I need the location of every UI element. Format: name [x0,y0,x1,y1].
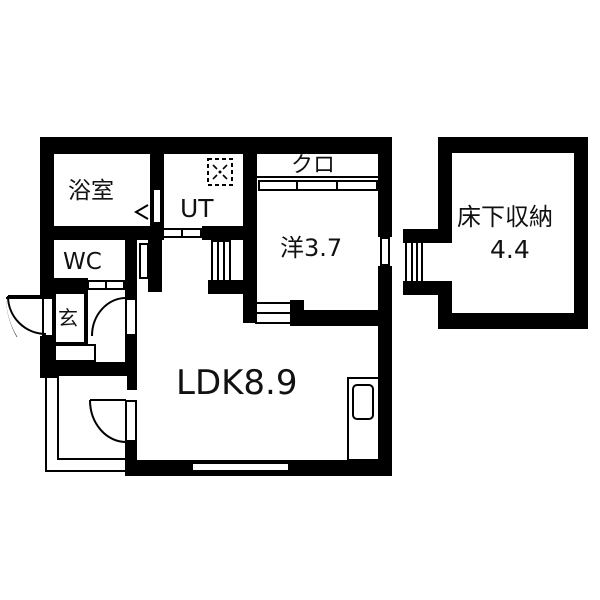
storage-alcove-bottom [403,281,452,295]
room-label-underfloor-storage: 床下収納 [457,203,553,231]
entrance-partition [86,292,88,344]
room-label-western-room: 洋3.7 [280,234,343,262]
room-label-entrance: 玄 [58,306,78,330]
storage-alcove-top [403,229,452,243]
bath-door[interactable] [152,188,162,224]
wall-top [40,137,388,154]
corridor-door-line [223,240,225,282]
room-label-bath: 浴室 [68,178,114,204]
porch-inner [57,376,127,460]
shoe-box [54,344,96,362]
wall-bath-bottom [40,226,164,240]
closet-door-split [296,180,298,191]
wall-porch-right-lower [125,442,137,476]
porch-door-arc-icon [89,399,127,443]
window-ldk-bottom [191,462,290,472]
door-arrow-icon [134,204,149,220]
storage-wall-right [574,137,588,329]
storage-stair-line [416,243,418,281]
wc-door-split [105,280,107,290]
wall-wc-right-outer [148,240,162,292]
inner-door-arc-icon [91,297,127,337]
closet-door-split [336,180,338,191]
room-label-closet: クロ [291,153,336,178]
corridor-door-line [217,240,219,282]
wall-right-upper [378,137,392,237]
storage-wall-bottom [438,313,588,329]
entrance-door-swing [6,297,47,337]
wall-western-bottom [290,310,392,326]
room-size-underfloor-storage: 4.4 [490,235,530,264]
porch-door-frame[interactable] [125,400,137,442]
room-label-ldk: LDK8.9 [176,363,298,403]
closet-doors[interactable] [258,180,378,191]
storage-wall-left-upper [438,137,452,239]
entrance-door-arc-icon [7,295,47,335]
storage-wall-top [438,137,588,153]
kitchen-sink-icon [352,384,374,420]
room-label-wc: WC [63,249,102,275]
window-western-room [380,237,390,266]
storage-stair-line [411,243,413,281]
wall-right-lower [378,266,392,476]
western-room-door-line [255,312,292,314]
closet-top-line [257,176,378,178]
wall-wc-bottom [40,278,88,292]
wall-ut-bottom-right [202,226,257,240]
wall-corridor-stub [208,280,257,294]
storage-access-stairs[interactable] [405,243,423,281]
wall-entrance-bottom [40,362,137,378]
ventilation-fan-icon [207,158,233,186]
entrance-step [54,292,86,344]
corridor-door-left[interactable] [211,240,231,282]
ut-door-split [181,228,183,238]
room-label-ut: UT [180,194,214,223]
wall-ut-bottom-left [150,226,162,240]
